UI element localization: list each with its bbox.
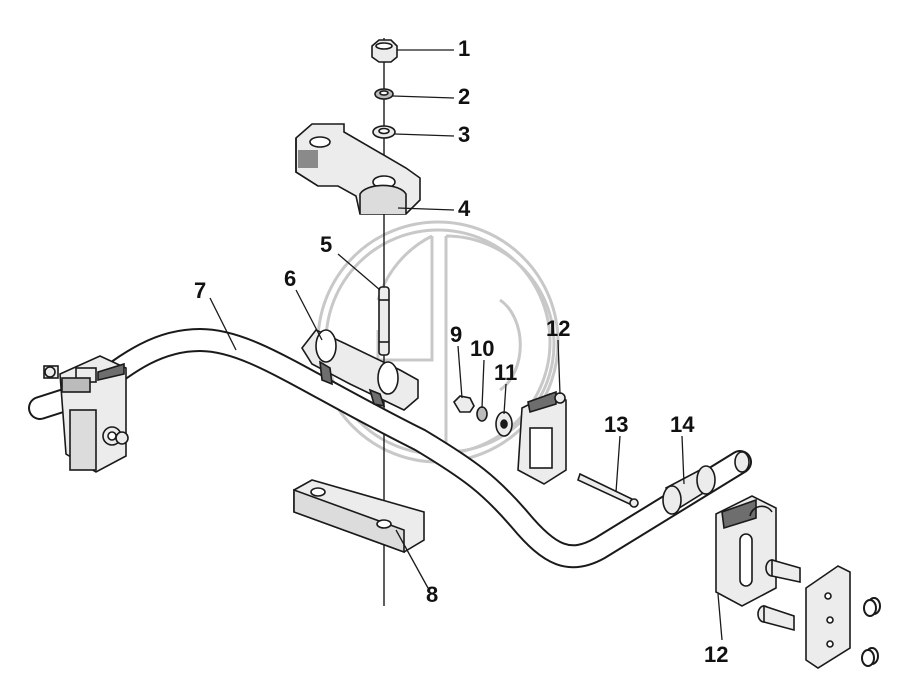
part-small-washer bbox=[476, 406, 488, 422]
part-end-nuts bbox=[861, 597, 881, 667]
callout-12-upper: 12 bbox=[546, 316, 570, 341]
callout-10: 10 bbox=[470, 336, 494, 361]
callout-3: 3 bbox=[458, 122, 470, 147]
callout-9: 9 bbox=[450, 322, 462, 347]
callout-6: 6 bbox=[284, 266, 296, 291]
callout-7: 7 bbox=[194, 278, 206, 303]
part-lower-plate bbox=[293, 479, 425, 554]
callout-4: 4 bbox=[458, 196, 471, 221]
part-stud-bolt bbox=[378, 286, 390, 356]
callout-14: 14 bbox=[670, 412, 695, 437]
part-flat-washer bbox=[372, 125, 396, 139]
callout-11: 11 bbox=[494, 360, 517, 385]
callout-1: 1 bbox=[458, 36, 470, 61]
callout-5: 5 bbox=[320, 232, 332, 257]
part-mounting-bolts bbox=[757, 558, 801, 632]
part-side-plate bbox=[805, 565, 851, 669]
callout-8: 8 bbox=[426, 582, 438, 607]
part-spring-washer bbox=[374, 88, 394, 100]
part-end-bushing bbox=[662, 451, 750, 515]
callout-2: 2 bbox=[458, 84, 470, 109]
part-link-bracket-lower bbox=[715, 495, 777, 607]
callout-leader-lines bbox=[209, 49, 723, 641]
part-link-bracket-mid bbox=[517, 390, 567, 485]
left-end-bracket bbox=[43, 355, 129, 473]
callout-12-lower: 12 bbox=[704, 642, 728, 667]
callout-13: 13 bbox=[604, 412, 628, 437]
part-stabilizer-bar bbox=[28, 328, 752, 569]
part-small-nut bbox=[452, 395, 475, 413]
part-nut bbox=[371, 39, 398, 63]
part-upper-clamp bbox=[295, 123, 421, 215]
part-pin bbox=[577, 472, 639, 508]
part-large-washer bbox=[495, 411, 513, 437]
